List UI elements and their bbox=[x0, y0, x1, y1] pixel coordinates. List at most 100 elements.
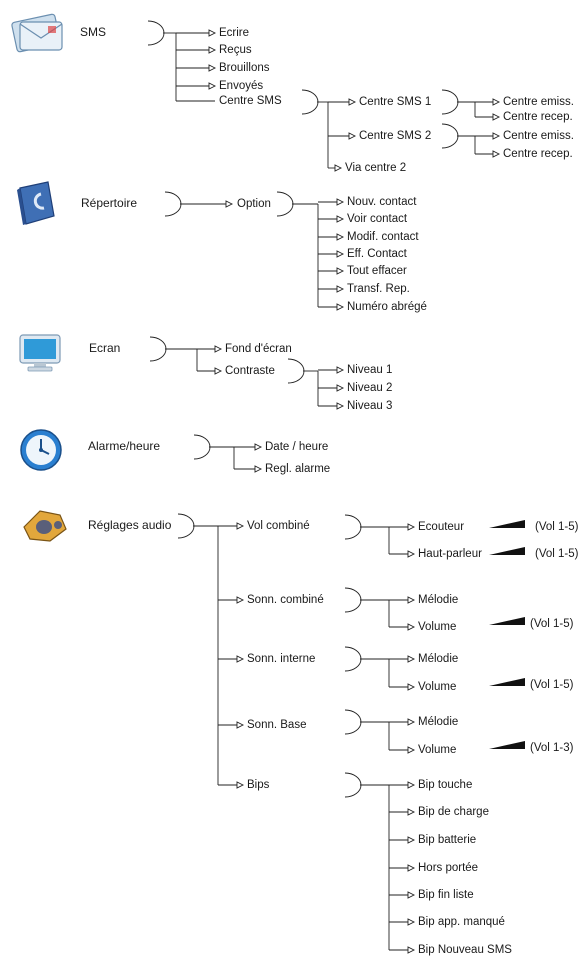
arrow-head bbox=[336, 402, 345, 410]
menu-item-melodie: Mélodie bbox=[418, 716, 459, 728]
menu-item-voir-contact: Voir contact bbox=[347, 213, 408, 225]
volume-wedge bbox=[489, 678, 525, 686]
arrow-head bbox=[336, 250, 345, 258]
arrow-head bbox=[407, 550, 416, 558]
arrow-head bbox=[208, 64, 217, 72]
bracket-arc bbox=[193, 434, 211, 460]
arrow-head bbox=[407, 836, 416, 844]
arrow-head bbox=[407, 718, 416, 726]
arrow-head bbox=[236, 721, 245, 729]
arrow-head bbox=[336, 384, 345, 392]
menu-item-volume: Volume bbox=[418, 744, 457, 756]
section-title-audio: Réglages audio bbox=[88, 518, 172, 532]
section-title-alarme: Alarme/heure bbox=[88, 439, 161, 453]
arrow-head bbox=[492, 150, 501, 158]
menu-item-bip-batterie: Bip batterie bbox=[418, 834, 477, 846]
bracket-arc bbox=[441, 89, 459, 115]
menu-item-envoyes: Envoyés bbox=[219, 80, 264, 92]
arrow-head bbox=[336, 267, 345, 275]
volume-wedge bbox=[489, 741, 525, 749]
section-title-ecran: Ecran bbox=[89, 341, 121, 355]
menu-item-eff-contact: Eff. Contact bbox=[347, 248, 407, 260]
menu-item-regl-alarme: Regl. alarme bbox=[265, 463, 331, 475]
menu-item-centre-emiss-2: Centre emiss. bbox=[503, 130, 574, 142]
arrow-head bbox=[336, 198, 345, 206]
menu-item-nouv-contact: Nouv. contact bbox=[347, 196, 417, 208]
arrow-head bbox=[407, 891, 416, 899]
arrow-head bbox=[225, 200, 234, 208]
menu-item-centre-emiss-1: Centre emiss. bbox=[503, 96, 574, 108]
arrow-head bbox=[407, 655, 416, 663]
arrow-head bbox=[348, 98, 357, 106]
bracket-arc bbox=[149, 336, 167, 362]
volume-wedge bbox=[489, 520, 525, 528]
menu-item-tout-effacer: Tout effacer bbox=[347, 265, 407, 277]
menu-item-centre-sms: Centre SMS bbox=[219, 95, 282, 107]
arrow-head bbox=[236, 522, 245, 530]
menu-item-recus: Reçus bbox=[219, 44, 252, 56]
menu-item-bip-app-manque: Bip app. manqué bbox=[418, 916, 505, 928]
bracket-arc bbox=[177, 513, 195, 539]
arrow-head bbox=[348, 132, 357, 140]
arrow-head bbox=[236, 781, 245, 789]
menu-item-numero-abrege: Numéro abrégé bbox=[347, 301, 427, 313]
menu-item-modif-contact: Modif. contact bbox=[347, 231, 419, 243]
menu-item-date-heure: Date / heure bbox=[265, 441, 329, 453]
arrow-head bbox=[407, 781, 416, 789]
menu-item-centre-sms-1: Centre SMS 1 bbox=[359, 96, 432, 108]
menu-item-bip-charge: Bip de charge bbox=[418, 806, 489, 818]
bracket-arc bbox=[301, 89, 319, 115]
arrow-head bbox=[214, 367, 223, 375]
arrow-head bbox=[407, 918, 416, 926]
menu-item-sonn-interne: Sonn. interne bbox=[247, 653, 316, 665]
arrow-head bbox=[254, 465, 263, 473]
menu-item-niveau-1: Niveau 1 bbox=[347, 364, 393, 376]
menu-item-bips: Bips bbox=[247, 779, 270, 791]
bracket-arc bbox=[147, 20, 165, 46]
bracket-arc bbox=[164, 191, 182, 217]
menu-item-option: Option bbox=[237, 198, 271, 210]
arrow-head bbox=[336, 366, 345, 374]
menu-item-brouillons: Brouillons bbox=[219, 62, 270, 74]
menu-item-centre-sms-2: Centre SMS 2 bbox=[359, 130, 432, 142]
menu-item-bip-nouveau-sms: Bip Nouveau SMS bbox=[418, 944, 512, 956]
bracket-arc bbox=[276, 191, 294, 217]
menu-item-melodie: Mélodie bbox=[418, 594, 459, 606]
section-title-repertoire: Répertoire bbox=[81, 196, 138, 210]
menu-item-via-centre-2: Via centre 2 bbox=[345, 162, 407, 174]
range-label: (Vol 1-5) bbox=[535, 548, 579, 560]
arrow-head bbox=[336, 233, 345, 241]
arrow-head bbox=[407, 864, 416, 872]
arrow-head bbox=[492, 113, 501, 121]
arrow-head bbox=[407, 946, 416, 954]
range-label: (Vol 1-5) bbox=[530, 679, 574, 691]
menu-item-fond-ecran: Fond d'écran bbox=[225, 343, 292, 355]
arrow-head bbox=[208, 29, 217, 37]
arrow-head bbox=[407, 523, 416, 531]
range-label: (Vol 1-3) bbox=[530, 742, 574, 754]
arrow-head bbox=[334, 164, 343, 172]
menu-item-ecrire: Ecrire bbox=[219, 27, 250, 39]
menu-item-hors-portee: Hors portée bbox=[418, 862, 479, 874]
arrow-head bbox=[336, 303, 345, 311]
menu-item-centre-recep-1: Centre recep. bbox=[503, 111, 573, 123]
volume-wedge bbox=[489, 547, 525, 555]
menu-item-niveau-3: Niveau 3 bbox=[347, 400, 393, 412]
arrow-head bbox=[208, 82, 217, 90]
arrow-head bbox=[407, 596, 416, 604]
menu-item-transf-rep: Transf. Rep. bbox=[347, 283, 410, 295]
arrow-head bbox=[492, 98, 501, 106]
arrow-head bbox=[254, 443, 263, 451]
arrow-head bbox=[214, 345, 223, 353]
menu-item-contraste: Contraste bbox=[225, 365, 275, 377]
bracket-arc bbox=[441, 123, 459, 149]
menu-item-niveau-2: Niveau 2 bbox=[347, 382, 393, 394]
menu-item-sonn-combine: Sonn. combiné bbox=[247, 594, 324, 606]
arrow-head bbox=[236, 655, 245, 663]
menu-item-melodie: Mélodie bbox=[418, 653, 459, 665]
menu-item-volume: Volume bbox=[418, 621, 457, 633]
arrow-head bbox=[208, 46, 217, 54]
arrow-head bbox=[336, 285, 345, 293]
